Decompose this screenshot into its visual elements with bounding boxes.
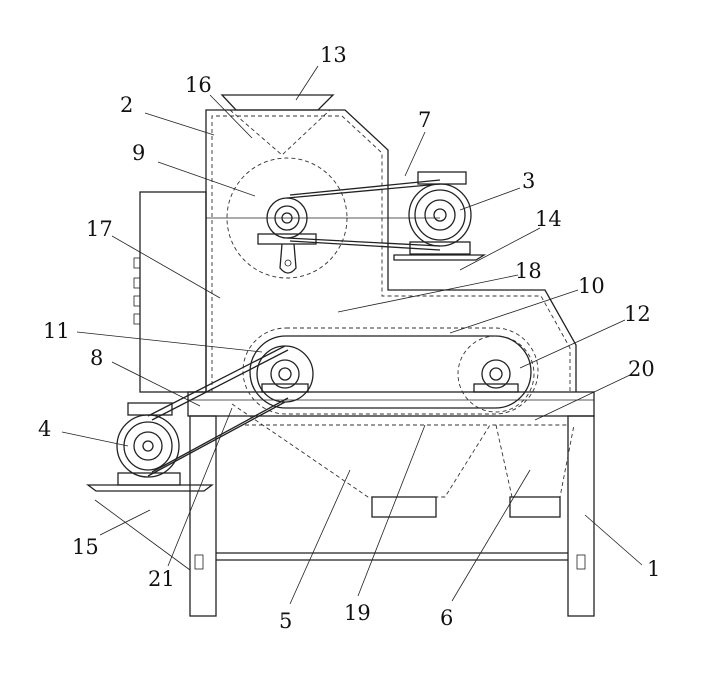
label-17: 17 bbox=[86, 217, 113, 241]
motor-upper bbox=[286, 171, 487, 261]
discharge-hoppers bbox=[231, 403, 575, 518]
label-19: 19 bbox=[344, 601, 371, 625]
feed-hopper bbox=[220, 94, 335, 156]
motor-lower bbox=[86, 345, 289, 492]
label-7: 7 bbox=[418, 108, 431, 132]
label-20: 20 bbox=[628, 357, 655, 381]
label-8: 8 bbox=[90, 346, 103, 370]
label-10: 10 bbox=[578, 274, 605, 298]
label-1: 1 bbox=[647, 557, 660, 581]
label-4: 4 bbox=[38, 417, 51, 441]
label-13: 13 bbox=[320, 43, 347, 67]
label-3: 3 bbox=[522, 169, 535, 193]
label-11: 11 bbox=[43, 319, 70, 343]
housing bbox=[205, 109, 577, 392]
crusher-chamber bbox=[206, 157, 440, 279]
label-5: 5 bbox=[279, 609, 292, 633]
frame bbox=[187, 391, 595, 617]
label-12: 12 bbox=[624, 302, 651, 326]
control-box bbox=[133, 191, 207, 393]
label-15: 15 bbox=[72, 535, 99, 559]
label-14: 14 bbox=[535, 207, 562, 231]
conveyor bbox=[242, 327, 539, 415]
label-21: 21 bbox=[148, 567, 175, 591]
label-16: 16 bbox=[185, 73, 212, 97]
part-labels: 13 16 2 7 9 3 14 17 18 10 11 12 8 20 4 1… bbox=[38, 43, 660, 633]
label-9: 9 bbox=[132, 141, 145, 165]
label-6: 6 bbox=[440, 606, 453, 630]
label-18: 18 bbox=[515, 259, 542, 283]
leader-lines bbox=[61, 65, 643, 605]
label-2: 2 bbox=[120, 93, 133, 117]
